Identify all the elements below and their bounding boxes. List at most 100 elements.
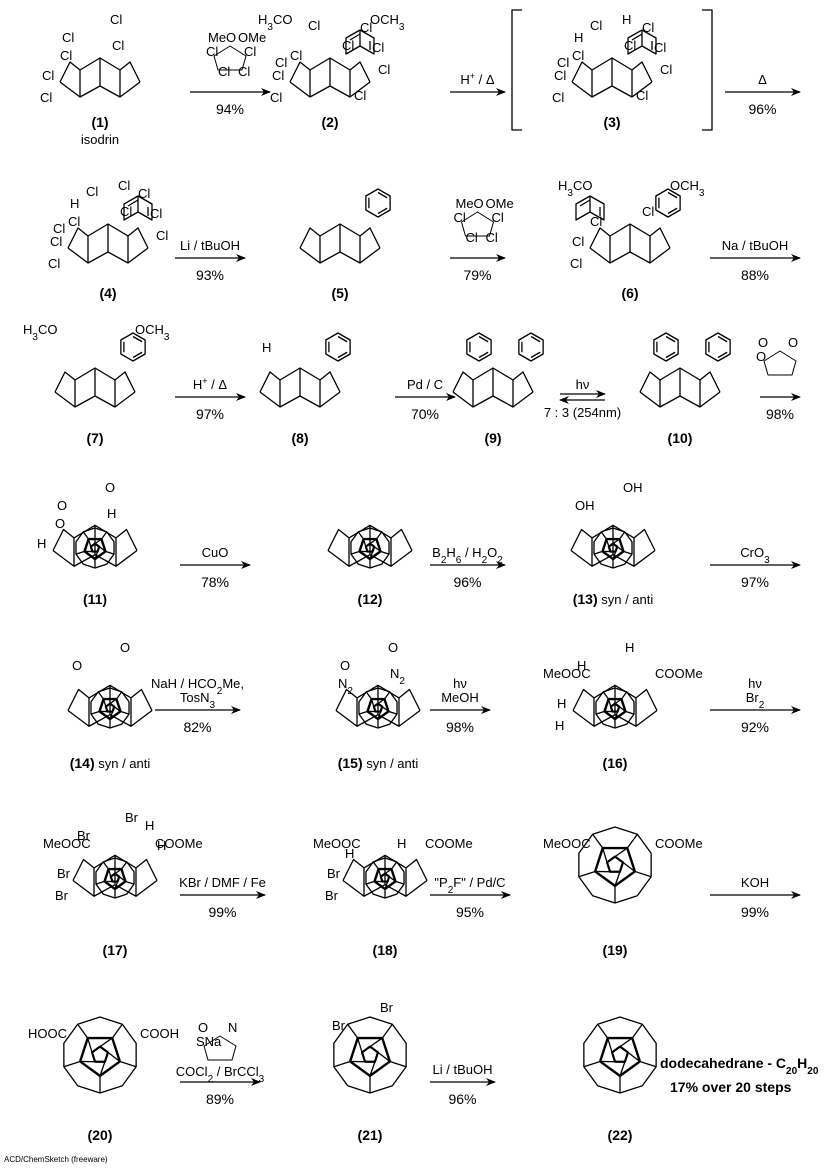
bond (87, 538, 92, 547)
bond (602, 691, 610, 700)
substituent-br-label: Br (125, 810, 139, 825)
bond (109, 711, 114, 720)
bond (591, 537, 635, 567)
compound-number-3: (3) (603, 114, 620, 130)
reagent-atom-cl-label: Cl (454, 210, 466, 225)
bond-bold (372, 702, 384, 713)
bracket-left (511, 9, 522, 131)
bond (348, 537, 392, 567)
bond (605, 538, 610, 547)
bond (125, 880, 135, 885)
bond (357, 1037, 363, 1053)
reaction-yield-label: 79% (463, 267, 491, 283)
reaction-condition-label: hν (576, 377, 590, 392)
substituent-cl-label: Cl (68, 214, 80, 229)
bond (73, 537, 117, 567)
bond (377, 1051, 391, 1062)
substituent-h3co-label: H3CO (258, 12, 292, 33)
bond (95, 880, 105, 885)
bond-bold (104, 702, 116, 713)
substituent-o-label: O (388, 640, 398, 655)
bond (614, 698, 622, 705)
reagent-atom-cl-label: Cl (492, 210, 504, 225)
reaction-yield-label: 96% (448, 1091, 476, 1107)
bracket-right (702, 9, 713, 131)
substituent-cl-label: Cl (342, 38, 354, 53)
bond (591, 70, 633, 97)
substituent-cl-label: Cl (642, 204, 654, 219)
bond (102, 861, 110, 870)
double-bond (337, 351, 348, 359)
compound-number-9: (9) (484, 430, 501, 446)
compound-8-skeleton (259, 367, 341, 408)
reagent-atom-o-label: O (758, 335, 768, 350)
bond (607, 1037, 613, 1053)
substituent-br-label: Br (332, 1018, 346, 1033)
substituent-n2-label: N2 (390, 666, 405, 687)
reaction-yield-label: 98% (446, 719, 474, 735)
compound-13-core (593, 527, 633, 569)
compound-number-8: (8) (291, 430, 308, 446)
double-bond (717, 335, 728, 343)
reagent-atom-cl-label: Cl (206, 44, 218, 59)
double-bond (579, 199, 591, 207)
substituent-cl-label: Cl (572, 48, 584, 63)
compound-12-skeleton (327, 524, 413, 567)
double-bond (132, 335, 143, 343)
compound-15-core (358, 687, 398, 729)
substituent-br-label: Br (327, 866, 341, 881)
compound-11-core (75, 527, 115, 569)
compound-17-core (95, 857, 135, 899)
substituent-h-label: H (145, 818, 154, 833)
bond-bold (379, 872, 391, 883)
bond (639, 1060, 657, 1068)
compound-18-core (365, 857, 405, 899)
substituent-h-label: H (577, 658, 586, 673)
bond (618, 706, 626, 712)
bond (705, 332, 731, 362)
substituent-h-label: H (397, 836, 406, 851)
substituent-h-label: H (622, 12, 631, 27)
compound-11-skeleton (52, 524, 138, 567)
compound-number-15: (15) syn / anti (338, 755, 419, 771)
bond-bold (364, 542, 376, 553)
substituent-cl-label: Cl (120, 204, 132, 219)
bond (659, 380, 701, 407)
double-bond (132, 351, 143, 359)
bond (358, 710, 368, 715)
bond (120, 710, 130, 715)
bond (388, 710, 398, 715)
reaction-yield-label: 96% (748, 101, 776, 117)
bond (631, 1023, 643, 1039)
bond-bold (610, 1045, 630, 1063)
reaction-yield-label: 93% (196, 267, 224, 283)
substituent-h-label: H (157, 838, 166, 853)
bond (369, 538, 377, 545)
reagent-atom-sna-label: SNa (196, 1034, 222, 1049)
substituent-cl-label: Cl (654, 40, 666, 55)
substituent-o-label: O (57, 498, 67, 513)
substituent-br-label: Br (57, 866, 71, 881)
bond (100, 531, 108, 540)
reaction-yield-label: 97% (741, 574, 769, 590)
compound-14-core (90, 687, 130, 729)
bond (365, 880, 375, 885)
bond (372, 861, 380, 870)
substituent-cl-label: Cl (636, 88, 648, 103)
bond (365, 188, 391, 218)
reaction-condition-label: "P2F" / Pd/C (434, 875, 505, 896)
compound-number-2: (2) (321, 114, 338, 130)
reagent-atom-meo-label: MeO (456, 196, 484, 211)
substituent-br-label: Br (55, 888, 69, 903)
bond-bold (360, 1045, 380, 1063)
reaction-condition-label: Br2 (746, 690, 765, 711)
bond (88, 697, 132, 727)
bond (614, 711, 619, 720)
compound-number-6: (6) (621, 285, 638, 301)
bond (362, 538, 367, 547)
compound-number-12: (12) (358, 591, 383, 607)
bond (388, 876, 396, 882)
bond (350, 550, 360, 555)
reaction-yield-label: 96% (453, 574, 481, 590)
